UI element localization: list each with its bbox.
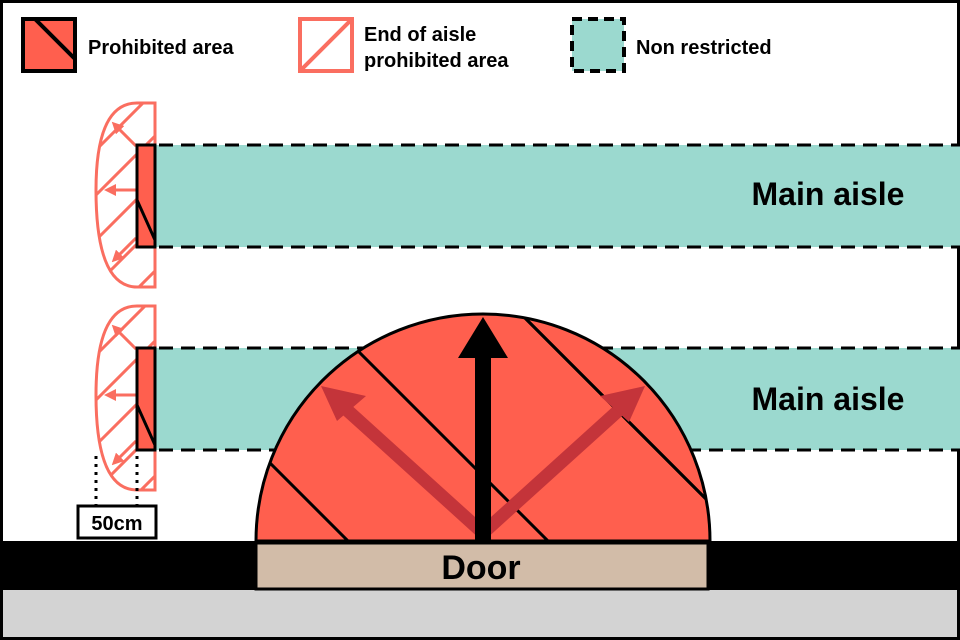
diagonal-arrow-icon xyxy=(111,236,138,263)
end-of-aisle-zone-top xyxy=(94,101,157,289)
door-swing-zone xyxy=(254,312,712,543)
legend-prohibited-label: Prohibited area xyxy=(88,37,234,59)
door xyxy=(254,541,710,591)
main-aisle-bottom-label: Main aisle xyxy=(752,381,905,417)
legend-end-of-aisle-swatch xyxy=(298,17,354,73)
legend-non-restricted-swatch xyxy=(570,17,626,73)
main-aisle-top-label: Main aisle xyxy=(752,176,905,212)
legend: Prohibited area End of aisle prohibited … xyxy=(21,17,772,73)
end-of-aisle-zone-bottom xyxy=(94,304,157,492)
hatch-pattern-icon xyxy=(300,19,352,71)
floor xyxy=(3,590,957,637)
dimension-marker xyxy=(76,456,158,540)
hatch-pattern-icon xyxy=(33,19,75,61)
main-aisle-top xyxy=(137,143,960,249)
diagonal-arrow-icon xyxy=(111,324,138,351)
legend-prohibited-swatch xyxy=(21,17,77,73)
diagonal-arrow-icon xyxy=(321,386,488,538)
legend-end-of-aisle-label-line1: End of aisle xyxy=(364,24,476,46)
up-arrow-icon xyxy=(458,317,508,542)
diagonal-arrow-icon xyxy=(111,121,138,148)
legend-end-of-aisle-label-line2: prohibited area xyxy=(364,50,509,72)
dimension-label: 50cm xyxy=(91,513,142,535)
legend-non-restricted-label: Non restricted xyxy=(636,37,772,59)
door-label: Door xyxy=(441,549,520,587)
diagonal-arrow-icon xyxy=(478,386,645,538)
diagonal-arrow-icon xyxy=(111,439,138,466)
end-zone-top-arrows xyxy=(104,121,138,263)
end-zone-bottom-arrows xyxy=(104,324,138,466)
